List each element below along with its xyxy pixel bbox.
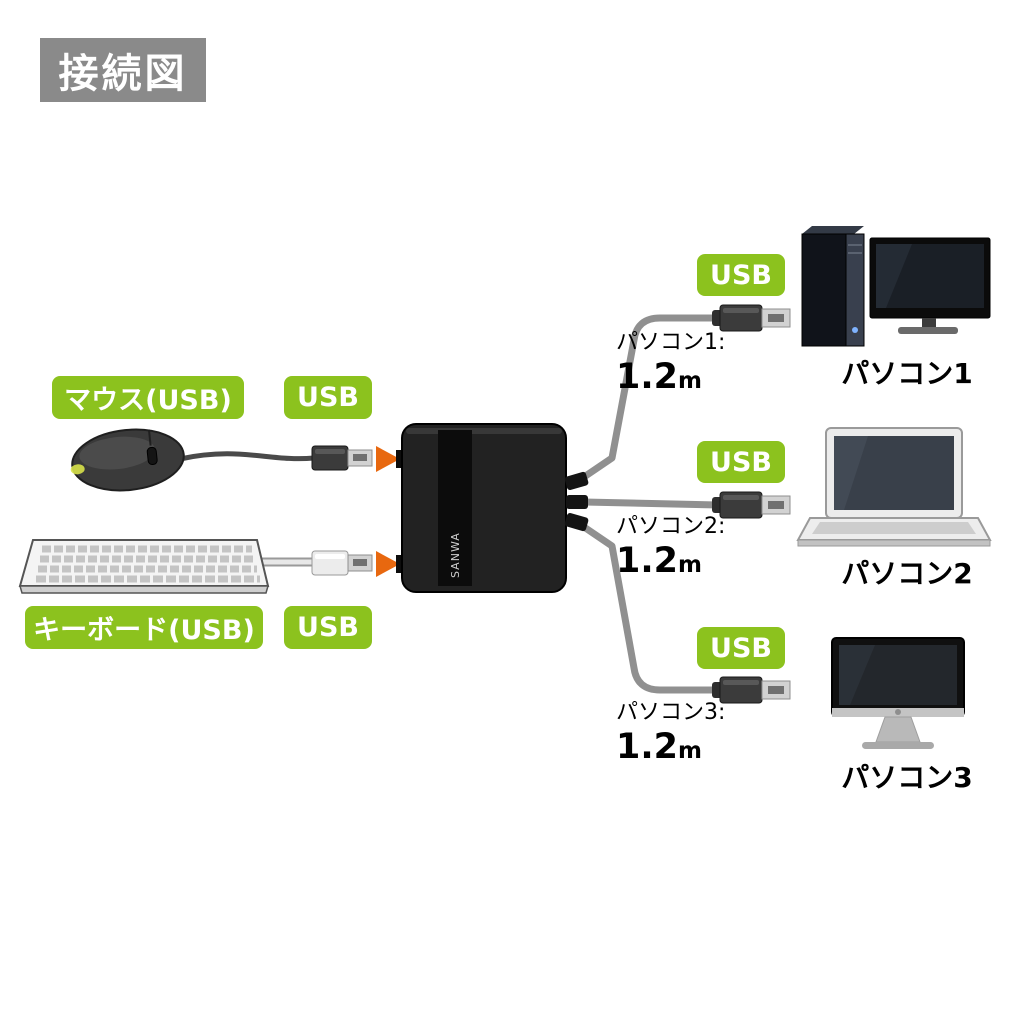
cable-to-pc1 xyxy=(580,314,724,481)
cable-label: パソコン2: xyxy=(616,514,726,539)
usb-plug-pc1 xyxy=(712,304,791,332)
cable-info-pc1: パソコン1: 1.2m xyxy=(616,330,725,398)
allinone-pc3-illustration xyxy=(831,637,965,749)
cable-to-pc2 xyxy=(580,498,722,509)
pc1-usb-badge: USB xyxy=(697,254,785,296)
switch-brand-logo: SANWA xyxy=(449,532,462,578)
cable-length: 1.2m xyxy=(616,357,702,398)
pc3-name: パソコン3 xyxy=(841,761,973,794)
arrow-keyboard-to-switch xyxy=(376,551,400,577)
usb-plug-pc3 xyxy=(712,676,791,704)
pc1-name: パソコン1 xyxy=(841,357,973,390)
mouse-usb-badge: USB xyxy=(284,376,372,419)
usb-plug-mouse xyxy=(311,445,373,471)
keyboard-illustration xyxy=(18,539,319,594)
usb-switch-device: SANWA xyxy=(396,423,589,593)
pc2-usb-badge: USB xyxy=(697,441,785,483)
pc2-name: パソコン2 xyxy=(841,557,973,590)
mouse-illustration xyxy=(70,428,317,492)
cable-info-pc2: パソコン2: 1.2m xyxy=(616,514,725,582)
cable-length: 1.2m xyxy=(616,727,702,768)
keyboard-label-badge: キーボード(USB) xyxy=(25,606,263,649)
keyboard-usb-badge: USB xyxy=(284,606,372,649)
desktop-pc1-illustration xyxy=(801,226,991,347)
cable-label: パソコン3: xyxy=(616,700,726,725)
cable-to-pc3 xyxy=(580,523,724,694)
cable-label: パソコン1: xyxy=(616,330,726,355)
cable-info-pc3: パソコン3: 1.2m xyxy=(616,700,725,768)
mouse-label-badge: マウス(USB) xyxy=(52,376,244,419)
pc3-usb-badge: USB xyxy=(697,627,785,669)
laptop-pc2-illustration xyxy=(796,427,992,547)
arrow-mouse-to-switch xyxy=(376,446,400,472)
cable-length: 1.2m xyxy=(616,541,702,582)
usb-plug-keyboard xyxy=(311,550,373,576)
usb-plug-pc2 xyxy=(712,491,791,519)
diagram-title: 接続図 xyxy=(40,38,206,102)
